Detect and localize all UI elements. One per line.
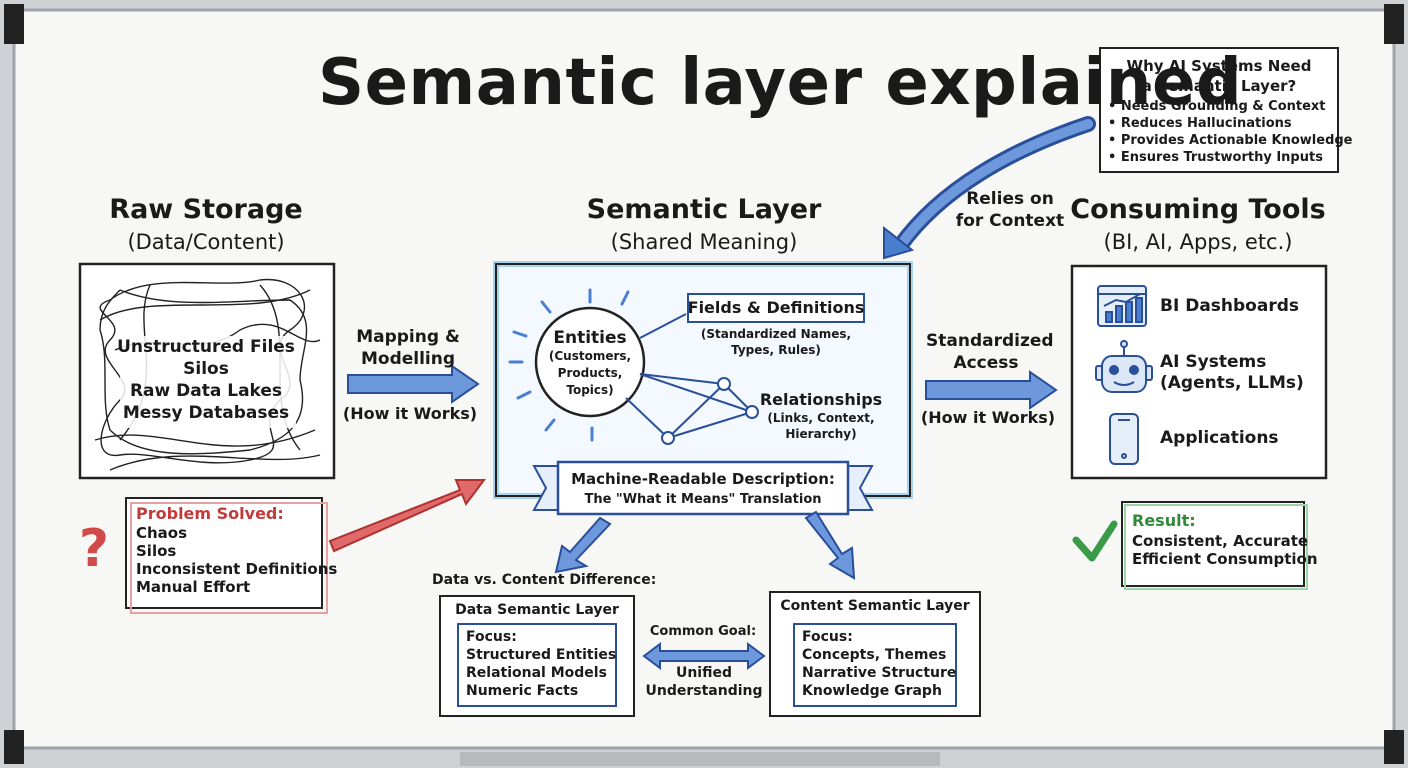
semantic-title: Semantic Layer (Shared Meaning) [587,194,822,258]
why-item: • Needs Grounding & Context [1108,99,1326,114]
consuming-title-text: Consuming Tools [1070,194,1326,225]
problem-text: Problem Solved: Chaos Silos Inconsistent… [136,504,337,596]
mapping-label: Mapping & Modelling [356,327,460,369]
why-list: • Needs Grounding & Context • Reduces Ha… [1108,98,1353,166]
why-box [1099,47,1339,173]
entities-item: (Customers, [548,349,632,363]
frame-corner [4,4,24,44]
problem-box [125,497,323,609]
entities-text: Entities (Customers, Products, Topics) [549,328,631,399]
common-goal-line: Understanding [645,683,763,699]
raw-item: Silos [183,359,229,379]
entities-item: Topics) [566,383,614,397]
common-goal-line: Unified [675,665,733,681]
raw-item: Raw Data Lakes [129,381,283,401]
phone-icon [1109,413,1139,465]
content-layer-item: Knowledge Graph [802,683,942,699]
raw-item: Unstructured Files [117,337,295,357]
page-title: Semantic layer explained [318,46,1243,120]
result-item: Consistent, Accurate [1132,532,1309,550]
data-layer-item: Relational Models [466,665,607,681]
access-label: Standardized Access [926,331,1054,373]
entities-circle [534,306,646,418]
semantic-title-text: Semantic Layer [586,194,822,225]
result-text: Result: Consistent, Accurate Efficient C… [1132,510,1318,568]
raw-subtitle: (Data/Content) [127,230,285,254]
rel-desc-line: Hierarchy) [785,427,857,441]
banner-sub: The "What it Means" Translation [584,492,822,507]
tool-bi: BI Dashboards [1160,296,1299,316]
mapping-how: (How it Works) [342,404,478,423]
content-layer-title: Content Semantic Layer [780,598,970,614]
relationships-title: Relationships [759,390,883,409]
entities-item: Products, [557,366,623,380]
tool-ai-sub: (Agents, LLMs) [1160,373,1304,393]
problem-heading: Problem Solved: [136,504,284,523]
why-item: • Provides Actionable Knowledge [1108,133,1353,148]
check-icon [1072,520,1118,562]
entities-title: Entities [553,328,627,348]
banner [556,460,850,516]
graph-edges [625,313,753,439]
raw-title: Raw Storage [109,194,303,225]
content-layer-item: Focus: [802,629,853,645]
fields-desc-line: Types, Rules) [731,343,821,357]
robot-icon [1095,340,1153,393]
question-mark-icon: ? [79,519,109,579]
consuming-subtitle: (BI, AI, Apps, etc.) [1103,230,1293,254]
access-how: (How it Works) [920,408,1056,427]
rel-desc-line: (Links, Context, [767,411,875,425]
fields-desc-line: (Standardized Names, [700,327,852,341]
graph-nodes [661,377,759,445]
marker-tray [460,752,940,766]
raw-items: Unstructured Files Silos Raw Data Lakes … [117,336,295,424]
difference-label: Data vs. Content Difference: [432,572,657,588]
problem-item: Manual Effort [136,578,251,596]
tool-apps: Applications [1160,428,1279,448]
arrow-to-data [554,516,612,574]
common-goal-value: Unified Understanding [645,664,762,700]
why-heading: Why AI Systems Need a Semantic Layer? [1119,56,1319,96]
content-layer-list: Focus: Concepts, Themes Narrative Struct… [802,628,956,700]
raw-item: Messy Databases [122,403,290,423]
fields-desc: (Standardized Names, Types, Rules) [701,326,851,358]
why-item: • Reduces Hallucinations [1108,116,1292,131]
relies-label: Relies on for Context [955,189,1065,231]
result-item: Efficient Consumption [1132,550,1318,568]
data-layer-item: Numeric Facts [466,683,579,699]
data-layer-item: Structured Entities [466,647,617,663]
fields-box [687,293,865,323]
scribble [94,278,321,471]
why-item: • Ensures Trustworthy Inputs [1108,150,1323,165]
content-layer-item: Narrative Structure [802,665,957,681]
mapping-arrow [347,364,480,404]
problem-item: Inconsistent Definitions [136,560,338,578]
arrow-to-content [804,510,856,580]
fields-title: Fields & Definitions [687,298,865,317]
semantic-subtitle: (Shared Meaning) [610,230,798,254]
data-layer-item: Focus: [466,629,517,645]
problem-item: Silos [136,542,177,560]
common-goal-label: Common Goal: [649,624,757,639]
sun-rays [508,288,630,442]
why-heading-text: Why AI Systems Need a Semantic Layer? [1126,57,1312,95]
raw-storage-title: Raw Storage (Data/Content) [109,194,302,258]
tool-ai: AI Systems (Agents, LLMs) [1160,352,1304,394]
common-goal-arrow [642,642,766,670]
banner-title: Machine-Readable Description: [571,470,835,488]
consuming-title: Consuming Tools (BI, AI, Apps, etc.) [1070,194,1325,258]
data-layer-list: Focus: Structured Entities Relational Mo… [466,628,616,700]
problem-item: Chaos [136,524,188,542]
relationships-desc: (Links, Context, Hierarchy) [767,410,874,442]
result-heading: Result: [1132,511,1196,530]
tool-ai-title: AI Systems [1160,352,1267,372]
content-layer-item: Concepts, Themes [802,647,947,663]
dashboard-icon [1097,285,1147,327]
problem-arrow [328,479,486,553]
access-arrow [925,370,1058,410]
data-layer-title: Data Semantic Layer [455,602,619,618]
result-box [1121,501,1305,587]
